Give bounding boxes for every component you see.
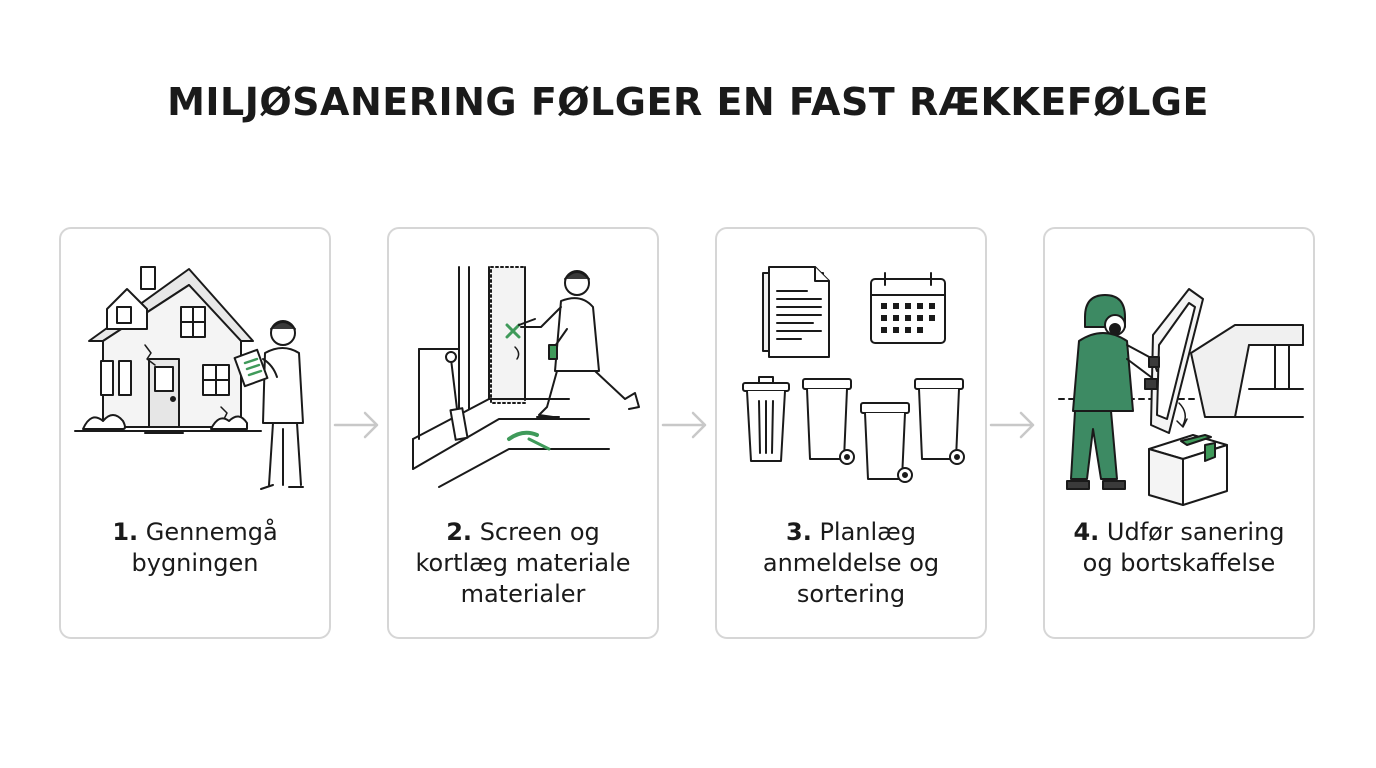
house-inspection-icon (74, 266, 304, 490)
step-card-2: 2. Screen og kortlæg materiale materiale… (387, 227, 659, 639)
step-card-1: 1. Gennemgå bygningen (59, 227, 331, 639)
step-number: 4. (1073, 518, 1100, 546)
step-label: Planlæg anmeldelse og sortering (762, 518, 940, 608)
remediation-disposal-icon (1058, 288, 1304, 506)
step-label: Gennemgå bygningen (131, 518, 278, 577)
step-number: 3. (786, 518, 812, 546)
arrow-right-icon (989, 411, 1035, 439)
page-title: MILJØSANERING FØLGER EN FAST RÆKKEFØLGE (167, 80, 1209, 124)
arrow-right-icon (333, 411, 379, 439)
step-label: Udfør sanering og bortskaffelse (1082, 518, 1285, 577)
arrow-right-icon (661, 411, 707, 439)
material-screening-icon (412, 266, 640, 488)
step-number: 2. (446, 518, 473, 546)
step-card-3: 3. Planlæg anmeldelse og sortering (715, 227, 987, 639)
step-caption: 1. Gennemgå bygningen (69, 517, 321, 579)
step-label: Screen og kortlæg materiale materialer (415, 518, 631, 608)
step-caption: 2. Screen og kortlæg materiale materiale… (397, 517, 649, 610)
step-caption: 4. Udfør sanering og bortskaffelse (1053, 517, 1305, 579)
step-number: 1. (112, 518, 139, 546)
planning-sorting-icon (742, 266, 965, 483)
step-card-4: 4. Udfør sanering og bortskaffelse (1043, 227, 1315, 639)
step-caption: 3. Planlæg anmeldelse og sortering (725, 517, 977, 610)
